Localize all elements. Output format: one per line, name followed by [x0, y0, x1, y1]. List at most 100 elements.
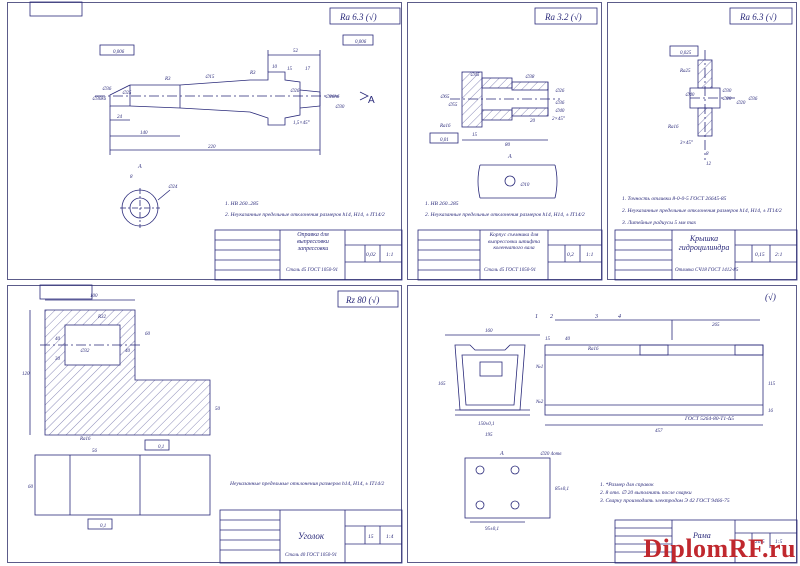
svg-text:52: 52: [293, 49, 299, 54]
svg-text:140: 140: [140, 131, 148, 136]
cover-scale: 2:1: [775, 252, 783, 258]
svg-text:4: 4: [618, 313, 621, 320]
svg-text:∅20 4отв: ∅20 4отв: [540, 451, 562, 457]
svg-text:∅26: ∅26: [290, 88, 300, 94]
svg-text:56: 56: [92, 449, 98, 454]
svg-text:80: 80: [505, 143, 511, 148]
svg-text:85±0,1: 85±0,1: [555, 487, 569, 492]
svg-text:60: 60: [145, 332, 151, 337]
title-block-bushing: [417, 229, 603, 281]
shaft-material: Сталь 45 ГОСТ 1050-91: [286, 268, 338, 273]
cover-note-3: 3. Литейные радиусы 5 мм max: [621, 219, 697, 226]
shaft-mass: 0,02: [366, 252, 376, 258]
svg-text:Ra25: Ra25: [679, 69, 691, 74]
svg-text:12: 12: [706, 162, 712, 167]
svg-text:95±0,1: 95±0,1: [485, 527, 499, 532]
svg-text:∅32: ∅32: [80, 348, 90, 354]
shaft-scale: 1:1: [386, 252, 394, 258]
angle-drawing: [29, 299, 211, 530]
bushing-drawing: [429, 71, 560, 199]
svg-text:0,1: 0,1: [100, 524, 106, 529]
bushing-material: Сталь 45 ГОСТ 1050-91: [484, 268, 536, 273]
svg-text:∅30: ∅30: [722, 88, 732, 94]
svg-text:16: 16: [768, 409, 774, 414]
svg-text:3×45°: 3×45°: [680, 141, 693, 146]
bushing-note-1: 1. HB 260..285: [425, 201, 459, 207]
frame-front-view: [445, 334, 540, 416]
svg-text:∅20: ∅20: [722, 96, 732, 102]
frame-gost: ГОСТ 5264-80-Т1-∆5: [684, 415, 734, 422]
svg-text:∅10: ∅10: [520, 182, 530, 188]
svg-text:165: 165: [438, 382, 446, 387]
svg-text:∅26: ∅26: [555, 88, 565, 94]
svg-text:∅45: ∅45: [470, 72, 480, 78]
svg-text:120: 120: [22, 372, 30, 377]
bushing-note-2: 2. Неуказанные предельные отклонения раз…: [425, 211, 585, 218]
angle-dims: 100 R32 ∅32 40 30 120 40 60 50 Ra16 0,1 …: [22, 294, 221, 529]
svg-text:∅36: ∅36: [555, 100, 565, 106]
sheet-shaft: [7, 2, 402, 280]
shaft-dims: ∅30k6 ∅36 ∅25 ∅26h6 ∅30 ∅26 220 140 24 5…: [92, 40, 375, 150]
svg-text:2×45°: 2×45°: [552, 117, 565, 122]
svg-text:100: 100: [90, 294, 98, 299]
svg-text:A: A: [368, 95, 375, 106]
shaft-section-label: А: [137, 164, 142, 170]
svg-text:А: А: [507, 154, 512, 160]
svg-text:40: 40: [125, 349, 131, 354]
svg-text:∅38: ∅38: [525, 74, 535, 80]
svg-text:0,025: 0,025: [680, 51, 692, 56]
svg-text:150±0,1: 150±0,1: [478, 422, 495, 427]
cover-note-1: 1. Точность отливки 8-0-0-5 ГОСТ 26645-8…: [622, 195, 727, 202]
svg-text:∅30: ∅30: [335, 104, 345, 110]
shaft-roughness: Ra 6.3 (√): [339, 12, 377, 22]
frame-detail-a: [464, 457, 551, 523]
svg-text:∅40: ∅40: [685, 92, 695, 98]
frame-scale: 1:5: [775, 539, 783, 545]
svg-text:457: 457: [655, 429, 663, 434]
svg-text:∅20: ∅20: [736, 100, 746, 106]
svg-text:50: 50: [215, 407, 221, 412]
svg-text:8: 8: [706, 152, 709, 157]
svg-text:3: 3: [594, 314, 598, 320]
frame-dims: 160 15 40 Ra16 265 150±0,1 195 165 115 4…: [438, 323, 776, 532]
svg-text:1,5×45°: 1,5×45°: [293, 121, 310, 126]
title-block-cover: [614, 229, 798, 281]
svg-text:40: 40: [55, 337, 61, 342]
svg-text:115: 115: [768, 382, 776, 387]
sheet-cover: [607, 2, 797, 280]
frame-positions: 1 2 3 4: [535, 313, 621, 320]
bushing-scale: 1:1: [586, 252, 594, 258]
watermark-logo: DiplomRF.ru: [643, 534, 796, 563]
frame-title: Рама: [692, 531, 711, 540]
shaft-note-2: 2. Неуказанные предельные отклонения раз…: [225, 211, 385, 218]
frame-note-2: 2. 8 отв. ∅ 20 выполнить после сварки: [600, 490, 692, 496]
angle-title: Уголок: [298, 531, 325, 541]
shaft-section-a: [120, 188, 171, 228]
svg-text:∅36: ∅36: [102, 86, 112, 92]
shaft-section-dim2: ∅24: [168, 184, 178, 190]
svg-text:20: 20: [530, 119, 536, 124]
frame-roughness: (√): [765, 292, 776, 302]
svg-text:0,1: 0,1: [158, 445, 164, 450]
shaft-drawing: [95, 34, 374, 155]
sheet-bushing: [407, 2, 602, 280]
sheet-frame: [407, 285, 797, 563]
svg-text:∅55: ∅55: [448, 102, 458, 108]
frame-mass: 26,5: [755, 539, 765, 545]
svg-text:∅40: ∅40: [555, 108, 565, 114]
svg-text:30: 30: [55, 357, 61, 362]
svg-text:R32: R32: [97, 315, 107, 320]
svg-text:Ra16: Ra16: [667, 125, 679, 130]
svg-text:24: 24: [117, 115, 123, 120]
svg-text:Ra16: Ra16: [79, 437, 91, 442]
cover-note-2: 2. Неуказанные предельные отклонения раз…: [622, 207, 782, 214]
angle-note-1: Неуказанные предельные отклонения размер…: [229, 480, 385, 487]
angle-material: Сталь 40 ГОСТ 1050-91: [285, 553, 337, 558]
svg-text:Ra16: Ra16: [439, 124, 451, 129]
svg-text:2: 2: [550, 314, 553, 320]
svg-text:∅65: ∅65: [440, 94, 450, 100]
angle-roughness: Rz 80 (√): [345, 295, 379, 305]
svg-text:195: 195: [485, 433, 493, 438]
cover-material: Отливка СЧ18 ГОСТ 1412-85: [675, 268, 739, 273]
